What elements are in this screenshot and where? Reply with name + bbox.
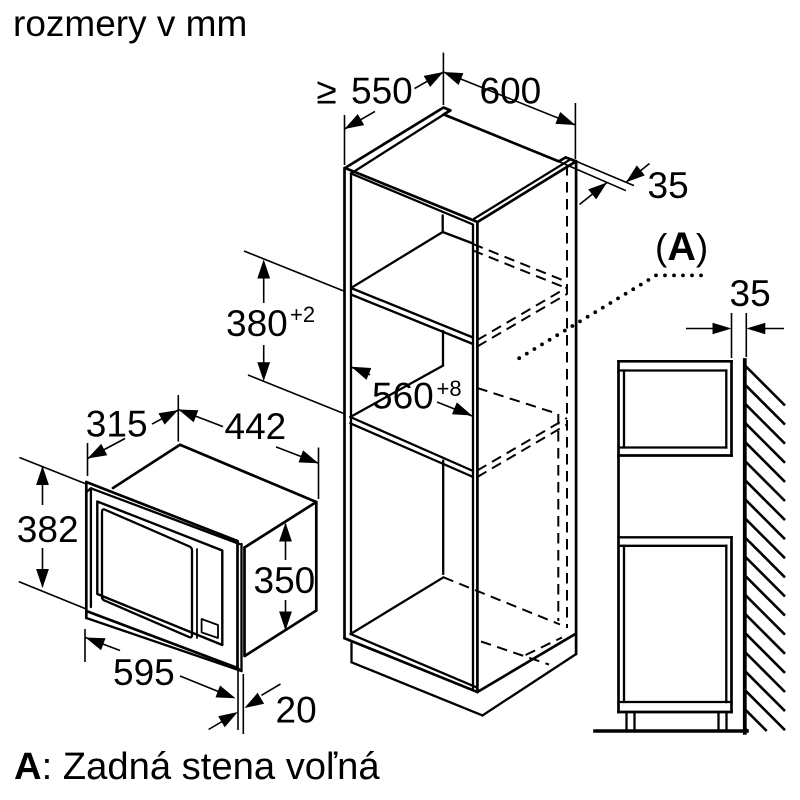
- svg-text:+8: +8: [437, 376, 462, 401]
- svg-text:rozmery v mm: rozmery v mm: [13, 3, 247, 44]
- svg-text:(A): (A): [655, 225, 708, 269]
- svg-text:560: 560: [372, 376, 434, 417]
- svg-text:595: 595: [113, 652, 175, 693]
- svg-text:382: 382: [17, 509, 79, 550]
- svg-text:350: 350: [254, 560, 316, 601]
- svg-text:380: 380: [226, 303, 288, 344]
- svg-text:+2: +2: [290, 302, 315, 327]
- svg-text:315: 315: [86, 404, 148, 445]
- svg-text:550: 550: [351, 71, 413, 112]
- svg-text:442: 442: [225, 406, 287, 447]
- svg-text:20: 20: [276, 690, 317, 731]
- svg-text:35: 35: [730, 273, 771, 314]
- svg-text:≥: ≥: [317, 71, 337, 112]
- svg-text:A: Zadná stena voľná: A: Zadná stena voľná: [14, 745, 380, 788]
- svg-text:35: 35: [648, 165, 689, 206]
